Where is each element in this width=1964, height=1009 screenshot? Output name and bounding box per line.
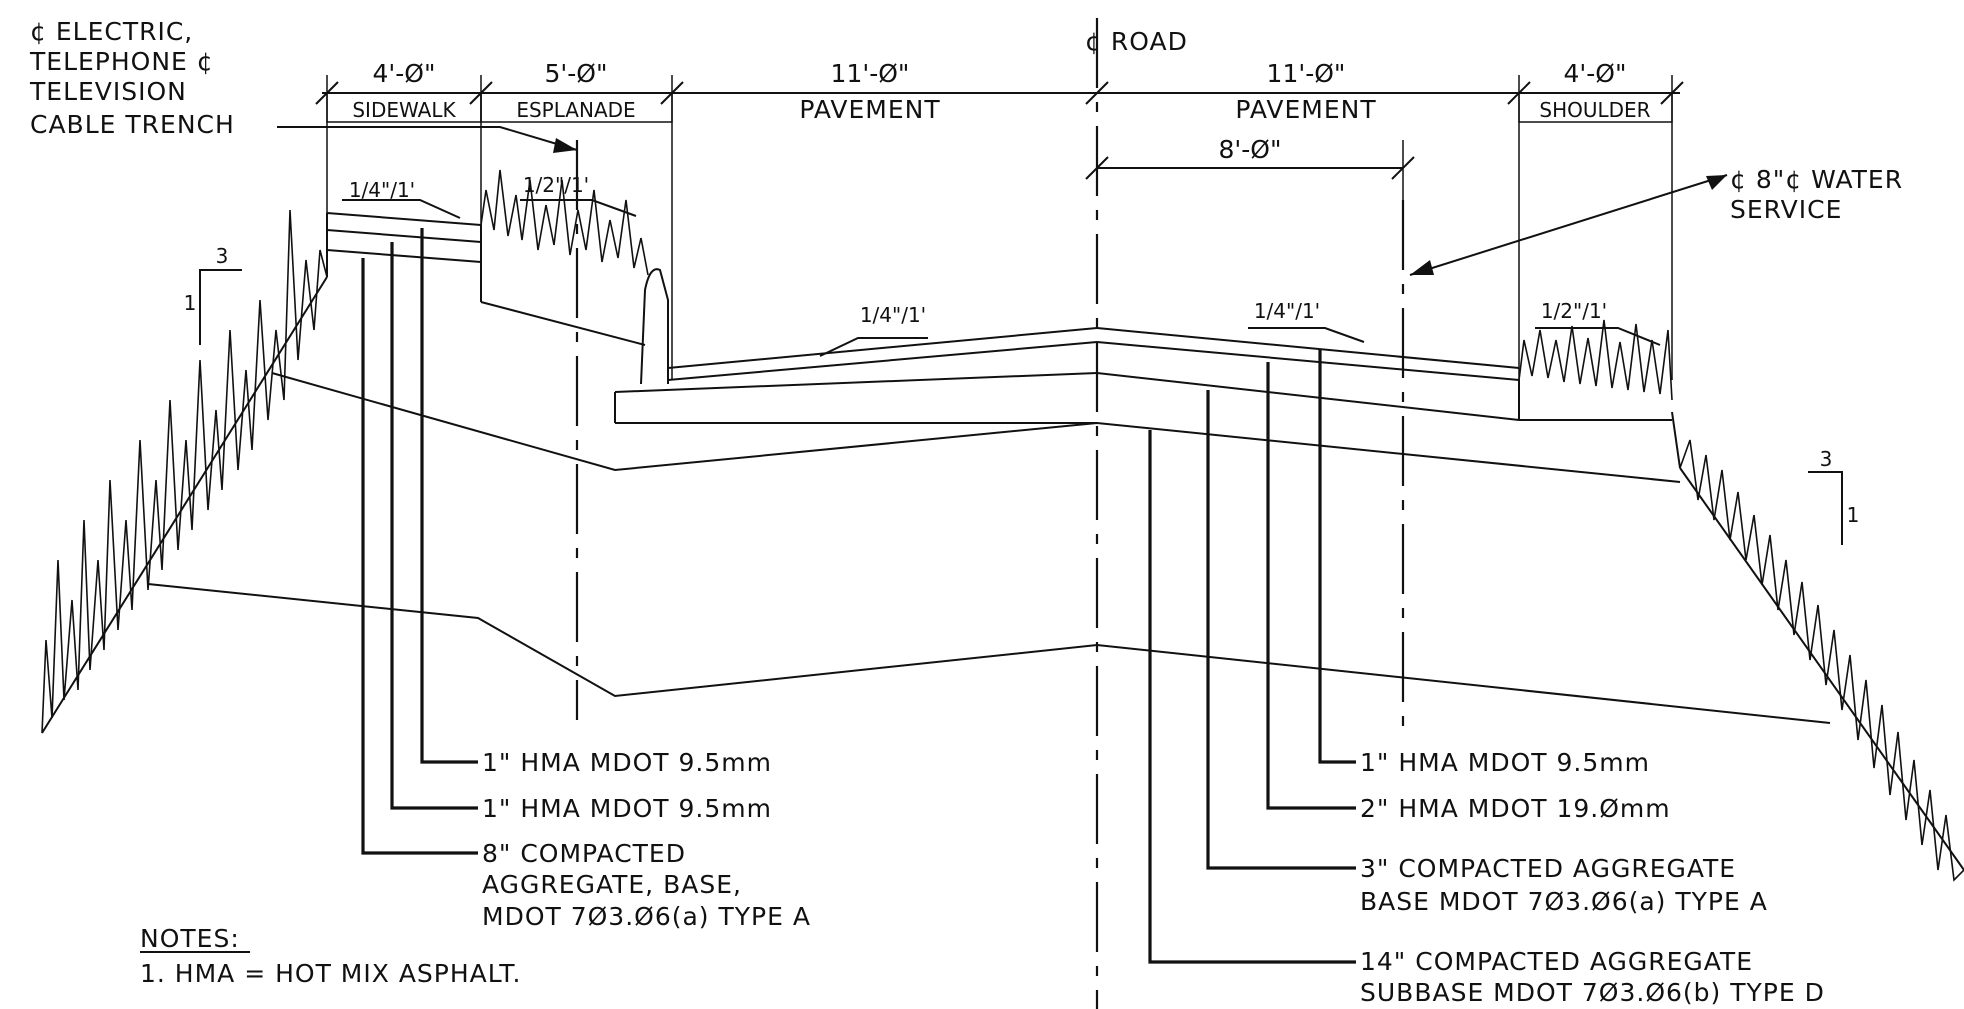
zone-pavement-right: PAVEMENT: [1235, 95, 1376, 124]
grass-hatching: [41, 169, 1964, 882]
left-slope-ratio-h: 3: [216, 244, 229, 268]
arrowheads: [553, 138, 1727, 275]
right-callout-layer-1: 1" HMA MDOT 9.5mm: [1360, 748, 1650, 777]
sidewalk-width: 4'-Ø": [373, 59, 436, 88]
pavement-structure: [147, 212, 1831, 724]
left-callout-layer-1: 1" HMA MDOT 9.5mm: [482, 748, 772, 777]
zone-esplanade: ESPLANADE: [516, 98, 635, 122]
dimension-lines: [315, 75, 1684, 415]
left-callout-layer-2: 1" HMA MDOT 9.5mm: [482, 794, 772, 823]
trench-label-line-1: ¢ ELECTRIC,: [30, 17, 193, 46]
slope-sidewalk: 1/4"/1': [349, 178, 415, 202]
notes-item-1: 1. HMA = HOT MIX ASPHALT.: [140, 959, 522, 988]
dimension-texts: 4'-Ø" 5'-Ø" 11'-Ø" 11'-Ø" 4'-Ø" 8'-Ø": [373, 59, 1627, 164]
trench-label-line-2: TELEPHONE ¢: [29, 47, 214, 76]
right-slope-ratio-h: 3: [1820, 447, 1833, 471]
side-slopes: [41, 276, 1964, 871]
water-service-label-2: SERVICE: [1730, 195, 1842, 224]
right-callout-base-2: BASE MDOT 7Ø3.Ø6(a) TYPE A: [1360, 887, 1768, 916]
pavement-right-width: 11'-Ø": [1267, 59, 1346, 88]
notes: NOTES: 1. HMA = HOT MIX ASPHALT.: [140, 924, 522, 988]
right-callout-base-1: 3" COMPACTED AGGREGATE: [1360, 854, 1736, 883]
left-callout-base-2: AGGREGATE, BASE,: [482, 870, 742, 899]
slope-pavement-left: 1/4"/1': [860, 303, 926, 327]
center-lines: [575, 18, 1405, 1009]
slope-shoulder: 1/2"/1': [1541, 299, 1607, 323]
slope-indicators: [199, 199, 1843, 545]
road-centerline-label: ¢ ROAD: [1085, 27, 1188, 56]
pavement-left-width: 11'-Ø": [831, 59, 910, 88]
trench-label: ¢ ELECTRIC, TELEPHONE ¢ TELEVISION CABLE…: [29, 17, 235, 139]
zone-pavement-left: PAVEMENT: [799, 95, 940, 124]
trench-label-line-3: TELEVISION: [29, 77, 187, 106]
notes-heading: NOTES:: [140, 924, 240, 953]
left-slope-ratio-v: 1: [184, 291, 197, 315]
right-callout-subbase-2: SUBBASE MDOT 7Ø3.Ø6(b) TYPE D: [1360, 978, 1825, 1007]
shoulder-width: 4'-Ø": [1564, 59, 1627, 88]
left-callout-base-1: 8" COMPACTED: [482, 839, 686, 868]
water-service-label-1: ¢ 8"¢ WATER: [1730, 165, 1903, 194]
slope-labels: 1/4"/1' 1/2"/1' 1/4"/1' 1/4"/1' 1/2"/1' …: [184, 173, 1860, 527]
zone-labels: SIDEWALK ESPLANADE PAVEMENT PAVEMENT SHO…: [352, 95, 1650, 124]
slope-esplanade: 1/2"/1': [523, 173, 589, 197]
left-callout-base-3: MDOT 7Ø3.Ø6(a) TYPE A: [482, 902, 811, 931]
right-callout-layer-2: 2" HMA MDOT 19.Ømm: [1360, 794, 1671, 823]
water-offset: 8'-Ø": [1219, 135, 1282, 164]
right-callouts: 1" HMA MDOT 9.5mm 2" HMA MDOT 19.Ømm 3" …: [1360, 748, 1825, 1007]
right-callout-subbase-1: 14" COMPACTED AGGREGATE: [1360, 947, 1753, 976]
leader-lines: [277, 126, 1728, 964]
left-callouts: 1" HMA MDOT 9.5mm 1" HMA MDOT 9.5mm 8" C…: [482, 748, 811, 931]
right-slope-ratio-v: 1: [1847, 503, 1860, 527]
esplanade-width: 5'-Ø": [545, 59, 608, 88]
zone-shoulder: SHOULDER: [1539, 98, 1650, 122]
trench-label-line-4: CABLE TRENCH: [30, 110, 235, 139]
zone-sidewalk: SIDEWALK: [352, 98, 456, 122]
slope-pavement-right: 1/4"/1': [1254, 299, 1320, 323]
